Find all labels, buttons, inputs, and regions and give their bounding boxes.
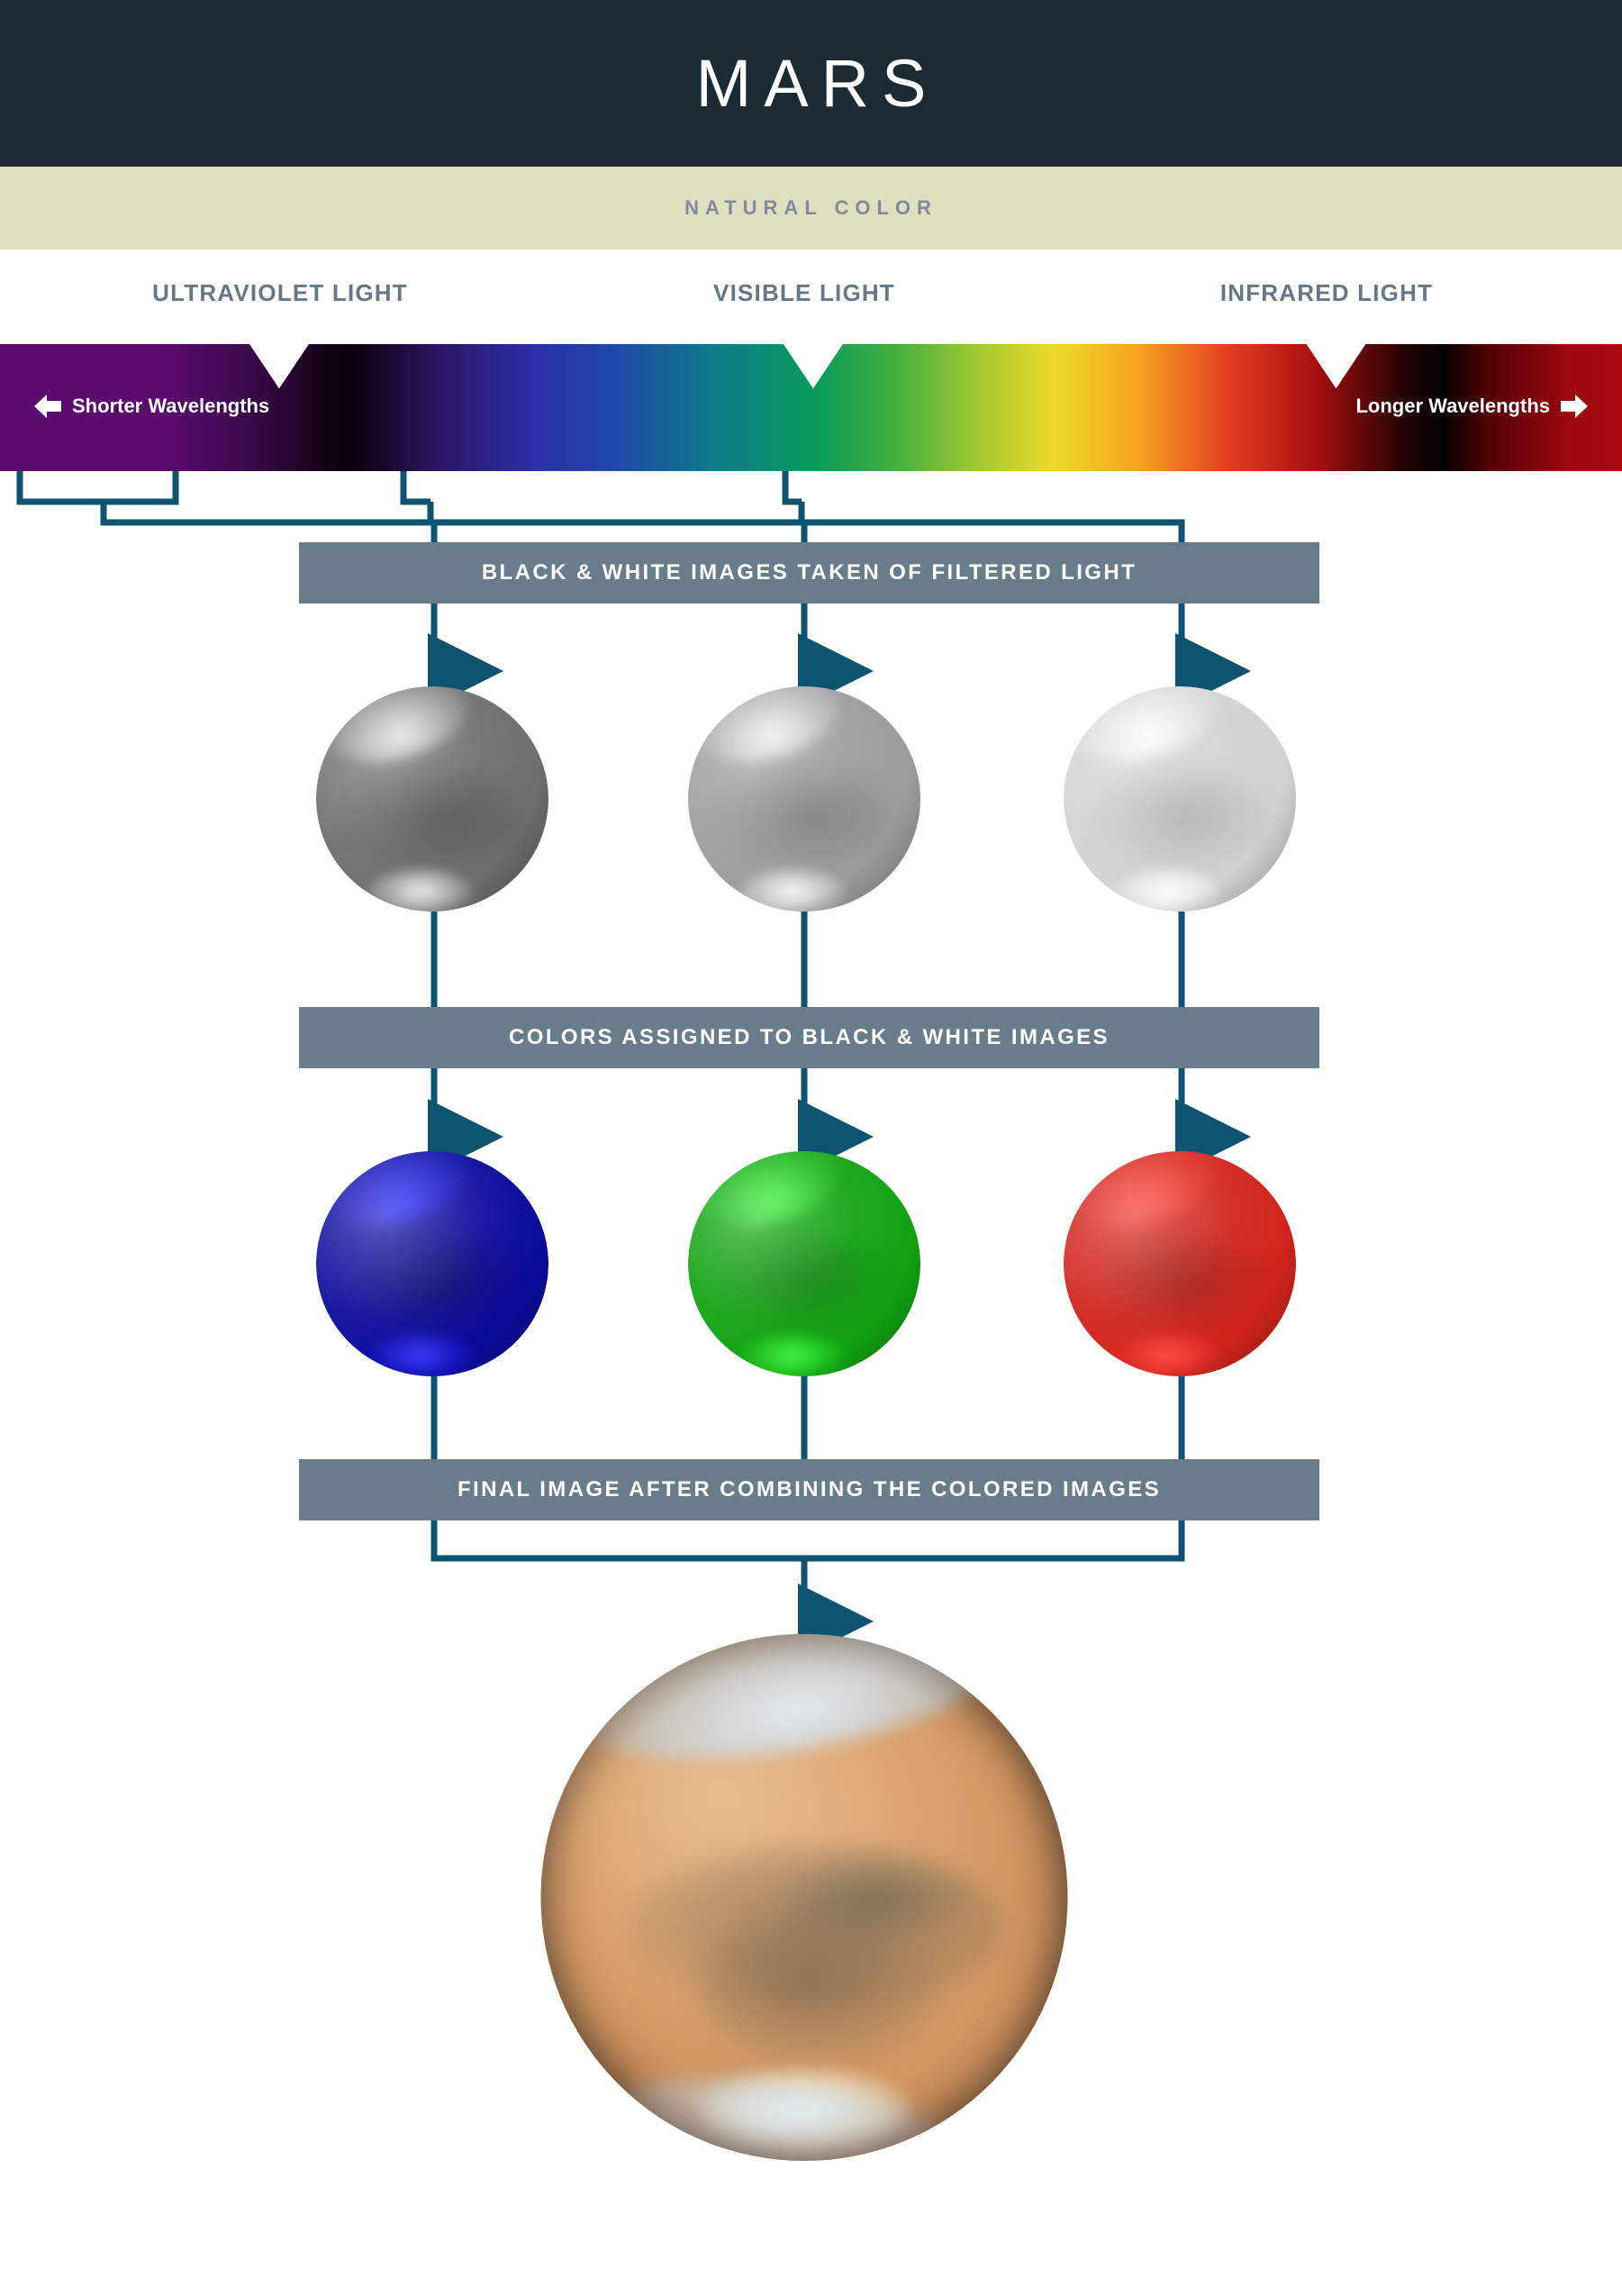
stage-bar-final-image-label: FINAL IMAGE AFTER COMBINING THE COLORED … bbox=[457, 1477, 1162, 1502]
bw-planet-visible bbox=[688, 686, 920, 912]
limb-shading bbox=[688, 686, 920, 912]
bw-planet-ultraviolet bbox=[316, 686, 548, 912]
stage-bar-black-white: BLACK & WHITE IMAGES TAKEN OF FILTERED L… bbox=[299, 542, 1319, 603]
limb-shading bbox=[1064, 1151, 1296, 1376]
light-label-visible: VISIBLE LIGHT bbox=[713, 279, 895, 306]
longer-wavelengths-label: Longer Wavelengths bbox=[1355, 395, 1550, 417]
subtitle-text: NATURAL COLOR bbox=[684, 196, 938, 219]
stage-bar-final-image: FINAL IMAGE AFTER COMBINING THE COLORED … bbox=[299, 1459, 1319, 1520]
arrow-left-icon bbox=[34, 395, 61, 418]
stage-bar-colors-assigned: COLORS ASSIGNED TO BLACK & WHITE IMAGES bbox=[299, 1007, 1319, 1068]
stage-bar-colors-assigned-label: COLORS ASSIGNED TO BLACK & WHITE IMAGES bbox=[509, 1025, 1110, 1049]
light-label-infrared: INFRARED LIGHT bbox=[1219, 279, 1434, 306]
page-title: MARS bbox=[695, 45, 939, 121]
limb-shading bbox=[316, 686, 548, 912]
light-label-ultraviolet: ULTRAVIOLET LIGHT bbox=[152, 279, 408, 306]
stage-bar-black-white-label: BLACK & WHITE IMAGES TAKEN OF FILTERED L… bbox=[481, 560, 1137, 585]
limb-shading bbox=[540, 1634, 1068, 2161]
limb-shading bbox=[688, 1151, 920, 1376]
bw-planet-infrared bbox=[1064, 686, 1296, 912]
colored-planet-blue bbox=[316, 1151, 548, 1376]
longer-wavelengths-note: Longer Wavelengths bbox=[1355, 395, 1588, 418]
black-white-image-row bbox=[0, 686, 1622, 912]
subtitle-band: NATURAL COLOR bbox=[0, 167, 1622, 250]
colored-image-row bbox=[0, 1151, 1622, 1376]
shorter-wavelengths-note: Shorter Wavelengths bbox=[34, 395, 269, 418]
arrow-right-icon bbox=[1561, 395, 1588, 418]
header: MARS bbox=[0, 0, 1622, 167]
limb-shading bbox=[316, 1151, 548, 1376]
colored-planet-green bbox=[688, 1151, 920, 1376]
spectrum-bar: Shorter Wavelengths Longer Wavelengths bbox=[0, 344, 1622, 471]
shorter-wavelengths-label: Shorter Wavelengths bbox=[72, 395, 270, 417]
colored-planet-red bbox=[1064, 1151, 1296, 1376]
final-mars-image bbox=[540, 1634, 1068, 2161]
limb-shading bbox=[1064, 686, 1296, 912]
light-type-labels: ULTRAVIOLET LIGHT VISIBLE LIGHT INFRARED… bbox=[0, 279, 1622, 321]
